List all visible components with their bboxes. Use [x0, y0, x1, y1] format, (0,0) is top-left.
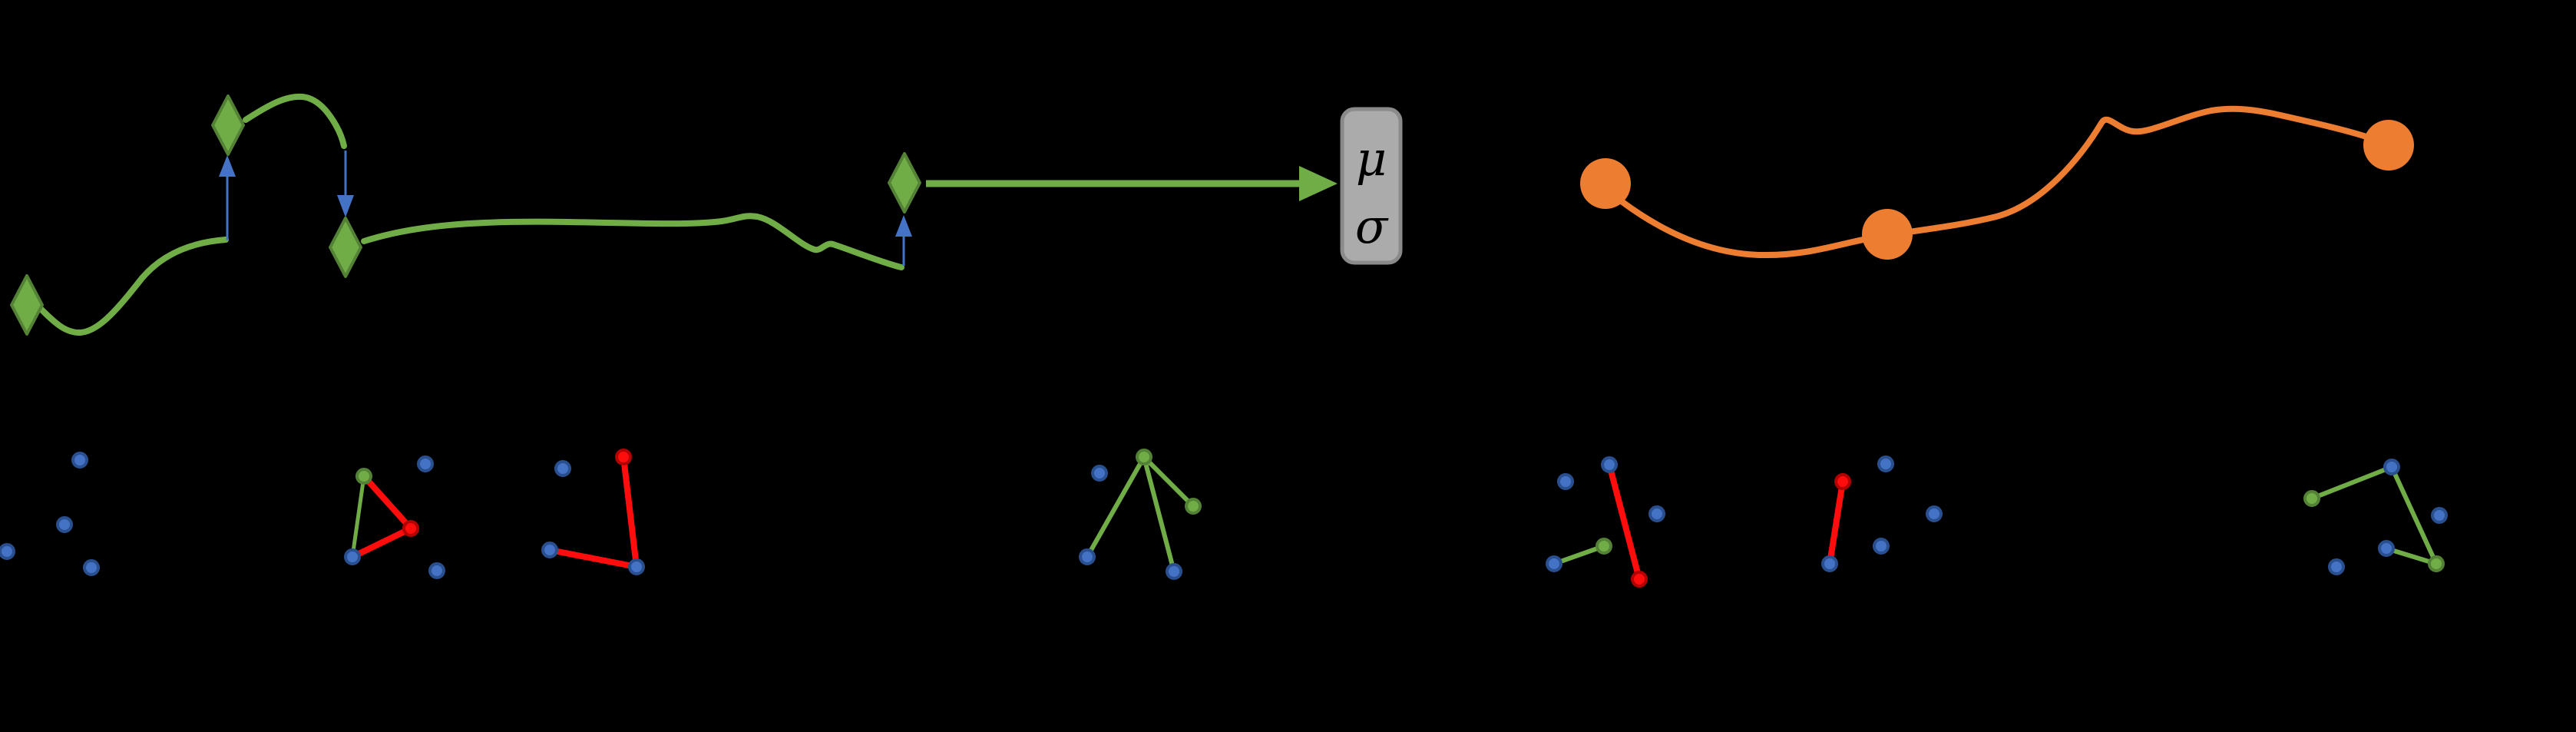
graph-5-node-red: [1631, 571, 1648, 588]
keyframe-diamond-1: [10, 274, 44, 336]
graph-6-node-red: [1834, 473, 1851, 490]
graph-4-node-blue: [1079, 548, 1096, 565]
green-trajectory-curve: [243, 93, 347, 149]
graph-2-node-blue: [344, 548, 361, 565]
graph-2-edge-red: [349, 525, 414, 560]
encode-arrow-head-icon: [1299, 166, 1338, 201]
graph-5-edge-red: [1606, 462, 1642, 582]
keyframe-diamond-2: [211, 94, 245, 156]
graph-2-node-blue: [428, 562, 445, 579]
graph-1-node-blue: [71, 452, 88, 469]
graph-2-node-blue: [417, 455, 434, 472]
graph-5-node-blue: [1557, 473, 1574, 490]
latent-distribution-box: [1340, 107, 1403, 265]
sampled-keyframe-circle-3: [2363, 120, 2414, 171]
graph-4-node-blue: [1091, 465, 1108, 482]
graph-3-node-red: [615, 449, 632, 465]
graph-5-node-blue: [1546, 555, 1562, 572]
keyframe-arrow-head-icon-up: [895, 215, 912, 237]
graph-7-node-green: [2428, 555, 2445, 572]
graph-4-edge-green: [1142, 455, 1195, 508]
graph-4-node-green: [1136, 449, 1152, 465]
graph-7-node-blue: [2328, 558, 2345, 575]
graph-6-node-blue: [1873, 538, 1890, 555]
graph-6-edge-red: [1827, 479, 1846, 567]
graph-3-node-blue: [541, 542, 558, 558]
keyframe-diamond-4: [888, 152, 921, 214]
graph-2-node-green: [355, 468, 372, 485]
sigma-label: σ: [1355, 198, 1389, 254]
graph-7-node-blue: [2378, 540, 2395, 557]
graph-4-node-blue: [1166, 563, 1182, 580]
graph-3-node-blue: [628, 558, 645, 575]
graph-4-edge-green: [1085, 455, 1146, 559]
graph-4-node-green: [1185, 498, 1202, 515]
orange-trajectory-curve: [1619, 105, 2369, 259]
graph-3-edge-red: [547, 547, 640, 570]
graph-1-node-blue: [0, 543, 15, 560]
graph-5-node-green: [1596, 538, 1612, 555]
mu-label: μ: [1356, 131, 1387, 187]
graph-7-edge-green: [2384, 546, 2439, 566]
graph-7-edge-green: [2310, 465, 2394, 501]
graph-2-edge-green: [350, 474, 366, 559]
graph-7-edge-green: [2389, 465, 2439, 566]
keyframe-arrow-head-icon-down: [337, 195, 354, 217]
graph-2-node-red: [402, 520, 419, 537]
graph-1-node-blue: [83, 559, 100, 576]
graph-7-node-blue: [2383, 459, 2400, 475]
graph-3-edge-red: [620, 454, 640, 570]
graph-5-edge-green: [1552, 544, 1606, 566]
keyframe-arrow-head-icon-up: [219, 155, 236, 177]
graph-4-edge-green: [1142, 455, 1176, 574]
green-trajectory-curve: [37, 237, 229, 336]
keyframe-diamond-3: [329, 217, 362, 278]
graph-5-node-blue: [1601, 456, 1618, 473]
graph-3-node-blue: [554, 460, 571, 477]
green-trajectory-curve: [361, 213, 904, 270]
graph-7-node-blue: [2431, 507, 2448, 524]
sampled-keyframe-circle-2: [1862, 209, 1913, 260]
graph-6-node-blue: [1821, 555, 1838, 572]
graph-1-node-blue: [56, 516, 73, 533]
graph-5-node-blue: [1648, 505, 1665, 522]
sampled-keyframe-circle-1: [1580, 158, 1631, 209]
graph-6-node-blue: [1877, 455, 1894, 472]
graph-2-edge-red: [361, 473, 414, 532]
graph-7-node-green: [2303, 490, 2320, 507]
graph-6-node-blue: [1926, 505, 1943, 522]
